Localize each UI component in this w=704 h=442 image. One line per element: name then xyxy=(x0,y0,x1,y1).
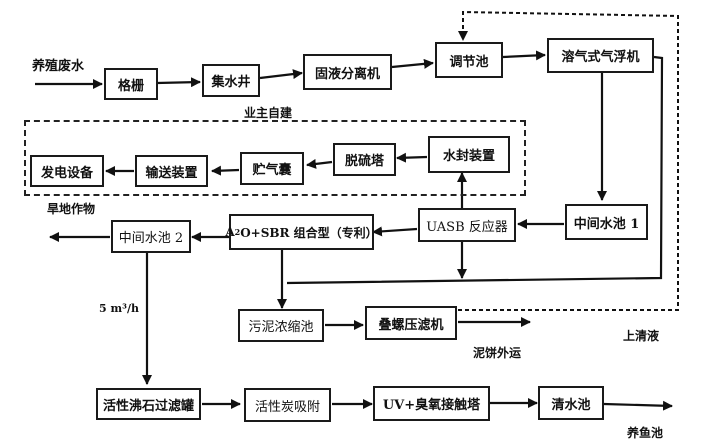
supernatant-label: 上清液 xyxy=(623,329,660,343)
node-power-generation: 发电设备 xyxy=(30,155,104,187)
arrow-grille-to-well xyxy=(156,77,201,88)
line-supernatant-return xyxy=(458,10,679,311)
dry-crops-label: 旱地作物 xyxy=(47,202,96,216)
arrow-clear-to-fishpond xyxy=(603,400,673,411)
a2o-superscript: 2 xyxy=(234,227,241,237)
node-water-seal: 水封装置 xyxy=(428,136,510,173)
node-conveying-device: 输送装置 xyxy=(135,155,208,187)
arrow-well-to-separator xyxy=(259,69,303,80)
node-solid-liquid-separator: 固液分离机 xyxy=(303,54,392,90)
line-daf-sludge-return xyxy=(286,55,664,285)
a2o-prefix: A xyxy=(225,225,235,239)
node-grille: 格栅 xyxy=(104,68,158,100)
fish-pond-label: 养鱼池 xyxy=(627,426,664,440)
node-gas-bag: 贮气囊 xyxy=(240,152,304,185)
node-clear-water-tank: 清水池 xyxy=(538,386,604,420)
wastewater-input-label: 养殖废水 xyxy=(32,59,85,74)
arrow-desulf-to-gasbag xyxy=(306,158,333,169)
a2o-suffix: O+SBR 组合型（专利） xyxy=(240,225,378,240)
node-dissolved-air-flotation: 溶气式气浮机 xyxy=(547,38,654,73)
arrow-separator-to-regulating xyxy=(391,58,434,69)
node-intermediate-tank-2: 中间水池 2 xyxy=(111,220,191,253)
owner-built-group xyxy=(24,120,526,196)
arrowhead-supernatant xyxy=(458,31,468,41)
arrow-gasbag-to-conveyor xyxy=(211,165,240,176)
sludge-cake-out-label: 泥饼外运 xyxy=(473,346,522,360)
arrow-uasb-to-a2o xyxy=(372,226,418,237)
node-regulating-tank: 调节池 xyxy=(435,42,503,78)
flow-rate-label: 5 m³/h xyxy=(99,302,139,315)
arrow-regulating-to-daf xyxy=(502,50,546,61)
node-screw-press: 叠螺压滤机 xyxy=(365,306,457,340)
node-sludge-thickener: 污泥浓缩池 xyxy=(238,309,324,342)
node-collection-well: 集水井 xyxy=(202,64,260,97)
node-uasb-reactor: UASB 反应器 xyxy=(418,208,516,242)
owner-built-label: 业主自建 xyxy=(244,106,293,120)
node-intermediate-tank-1: 中间水池 1 xyxy=(565,204,648,240)
node-uv-ozone-tower: UV+臭氧接触塔 xyxy=(373,386,490,421)
arrow-waterseal-to-desulf xyxy=(396,152,428,163)
node-desulfurization-tower: 脱硫塔 xyxy=(333,143,396,176)
node-zeolite-filter: 活性沸石过滤罐 xyxy=(96,388,201,420)
node-activated-carbon: 活性炭吸附 xyxy=(244,388,331,422)
